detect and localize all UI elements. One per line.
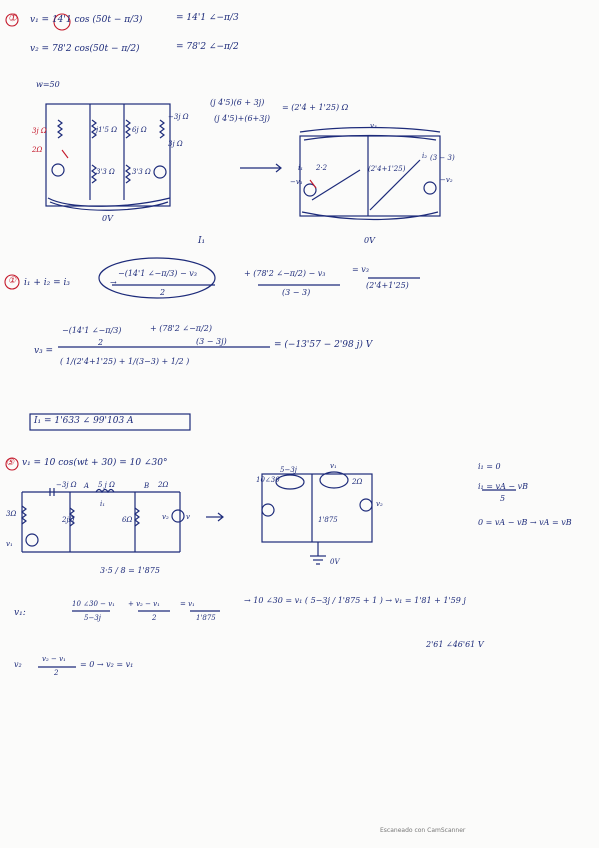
- v3-num1-den: 2: [98, 338, 104, 347]
- source-expression: v₁ = 10 cos(wt + 30) = 10 ∠30°: [22, 458, 168, 468]
- node-eq-frac1: 10 ∠30 − v₁: [72, 600, 115, 608]
- node-eq-frac2-den: 2: [152, 614, 157, 622]
- c3-lbl-2j: 2jΩ: [62, 516, 75, 524]
- c2-v2: −v₂: [440, 176, 453, 184]
- impedance-denominator: (j 4'5)+(6+3j): [214, 114, 270, 123]
- problem-number-1: ①: [8, 13, 17, 24]
- node-eq-v1-label: v₁:: [14, 608, 26, 618]
- c3-lbl-v1: v₁: [6, 540, 13, 548]
- v2-expression: v₂ = 78'2 cos(50t − π/2): [30, 44, 140, 54]
- node-eq-lhs-den: 2: [160, 288, 166, 297]
- c1-res3: 3'3 Ω: [132, 168, 151, 176]
- c3-lbl-5j: 5 j Ω: [98, 481, 115, 489]
- node-eq-arrow: →: [110, 278, 117, 287]
- node-eq-frac1-den: 5−3j: [84, 614, 101, 622]
- eq-i1-zero: i₁ = 0: [478, 462, 501, 471]
- label-I1: I₁: [198, 236, 206, 246]
- c3-lbl-A: A: [84, 482, 90, 490]
- v2-eq-result: = 0 → v₂ = v₁: [80, 660, 134, 669]
- parallel-calc: 3·5 / 8 = 1'875: [100, 566, 160, 575]
- v2-eq-num: v₂ − v₁: [42, 655, 66, 663]
- node-eq-lhs: −(14'1 ∠−π/3) − v₃: [118, 269, 197, 278]
- v2-eq-den: 2: [54, 669, 59, 677]
- circuit2-frame: [299, 135, 441, 217]
- eq-i1-diff: i₁ = vA − vB: [478, 482, 529, 491]
- c1-ind1: 3j Ω: [32, 127, 47, 135]
- v1-expression: v₁ = 14'1 cos (50t − π/3): [30, 15, 143, 25]
- eq-i1-diff-den: 5: [500, 494, 506, 503]
- c1-ind2: j1'5 Ω: [96, 126, 118, 134]
- v3-denominator: ( 1/(2'4+1'25) + 1/(3−3) + 1/2 ): [60, 357, 190, 366]
- c3-lbl-v2: v₂: [162, 513, 169, 521]
- c2-z2: (2'4+1'25): [368, 165, 406, 173]
- v1-polar: 2'61 ∠46'61 V: [426, 640, 484, 649]
- node-eq-frac3-den: 1'875: [196, 614, 216, 622]
- c1-ind4: 3j Ω: [168, 140, 183, 148]
- v3-label: v₃ =: [34, 346, 54, 356]
- c3-lbl-3j: −3j Ω: [56, 481, 77, 489]
- boxed-result: I₁ = 1'633 ∠ 99'103 A: [34, 416, 134, 426]
- node-eq-mid-den: (3 − 3): [282, 288, 311, 297]
- c2-z3: (3 − 3): [430, 154, 455, 162]
- problem-number-1b: ①: [8, 276, 17, 286]
- c3-lbl-3: 3Ω: [6, 510, 17, 518]
- v3-result: = (−13'57 − 2'98 j) V: [274, 340, 373, 350]
- problem-number-5: ⑤: [6, 458, 15, 468]
- eq-va-vb: 0 = vA − vB → vA = vB: [478, 518, 572, 527]
- c1-res2: 3'3 Ω: [96, 168, 115, 176]
- node-eq-frac2: + v₂ − v₁: [128, 600, 160, 608]
- c2-ground: 0V: [364, 236, 375, 245]
- c2-v1: −v₁: [290, 178, 303, 186]
- kcl-equation: i₁ + i₂ = i₃: [24, 278, 70, 288]
- impedance-numerator: (j 4'5)(6 + 3j): [210, 98, 265, 107]
- scanner-watermark: Escaneado con CamScanner: [380, 827, 466, 834]
- v3-num2: + (78'2 ∠−π/2): [150, 324, 212, 333]
- c3-lbl-i1: i₁: [100, 500, 106, 508]
- impedance-result: = (2'4 + 1'25) Ω: [282, 103, 349, 112]
- c2-z1: 2·2: [316, 164, 328, 172]
- node-eq-rhs-den: (2'4+1'25): [366, 281, 409, 290]
- node-eq-frac3: = v₁: [180, 600, 195, 608]
- v2-phasor: = 78'2 ∠−π/2: [176, 42, 239, 52]
- node-eq-mid: + (78'2 ∠−π/2) − v₃: [244, 269, 326, 278]
- c4-impedance: 5−3j: [280, 466, 297, 474]
- v3-num1: −(14'1 ∠−π/3): [62, 326, 122, 335]
- c2-i1: i₁: [298, 164, 304, 172]
- node-eq-rhs: = v₃: [352, 265, 369, 274]
- c3-lbl-2: 2Ω: [158, 481, 169, 489]
- c4-1875: 1'875: [318, 516, 338, 524]
- c4-2ohm: 2Ω: [352, 478, 363, 486]
- c1-ground: 0V: [102, 214, 113, 223]
- c4-source: 10∠30: [256, 476, 280, 484]
- v3-num2-den: (3 − 3j): [196, 337, 227, 346]
- c3-lbl-6j: 6Ω: [122, 516, 133, 524]
- c2-v3: v₃: [370, 122, 377, 130]
- c4-v2: v₂: [376, 500, 383, 508]
- c1-res1: 2Ω: [32, 146, 43, 154]
- c3-lbl-B: B: [144, 482, 150, 490]
- v1-solution: → 10 ∠30 = v₁ ( 5−3j / 1'875 + 1 ) → v₁ …: [244, 596, 466, 605]
- c4-v1: v₁: [330, 462, 337, 470]
- c2-i2: i₂: [422, 152, 428, 160]
- c1-cap1: −3j Ω: [168, 113, 189, 121]
- omega-value: w=50: [36, 80, 60, 89]
- v2-label: v₂: [14, 660, 22, 669]
- c4-ground: 0V: [330, 558, 340, 566]
- v1-phasor: = 14'1 ∠−π/3: [176, 13, 239, 23]
- c3-lbl-v: v: [186, 513, 190, 521]
- c1-ind3: 6j Ω: [132, 126, 147, 134]
- circuit1-frame: [45, 103, 171, 207]
